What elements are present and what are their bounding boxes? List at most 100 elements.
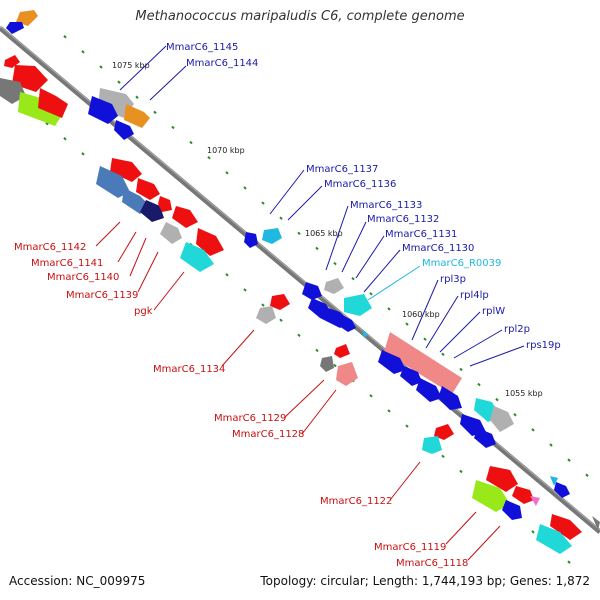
gene-feature[interactable] <box>256 306 276 324</box>
gene-feature[interactable] <box>416 378 442 402</box>
gene-label: MmarC6_1134 <box>153 364 225 375</box>
tick-mark <box>405 424 409 428</box>
map-title: Methanococcus maripaludis C6, complete g… <box>135 9 465 24</box>
tick-label-1075: 1075 kbp <box>112 61 150 70</box>
gene-feature[interactable] <box>434 424 454 440</box>
tick-mark <box>225 273 229 277</box>
gene-feature[interactable] <box>336 362 358 386</box>
tick-mark <box>135 95 139 99</box>
gene-feature[interactable] <box>244 232 258 248</box>
tick-mark <box>333 261 337 266</box>
gene-feature[interactable] <box>550 476 558 486</box>
tick-mark <box>225 171 229 175</box>
gene-feature[interactable] <box>38 88 68 118</box>
gene-feature[interactable] <box>96 166 130 198</box>
gene-feature[interactable] <box>158 196 172 212</box>
tick-mark <box>513 413 517 417</box>
tick-mark <box>369 394 373 398</box>
gene-feature[interactable] <box>270 294 290 310</box>
gene-label: MmarC6_1122 <box>320 496 392 507</box>
gene-feature[interactable] <box>114 120 134 140</box>
gene-feature[interactable] <box>502 500 522 520</box>
gene-label: MmarC6_1136 <box>324 179 396 190</box>
gene-feature[interactable] <box>110 158 142 182</box>
gene-label: MmarC6_1131 <box>385 229 457 240</box>
tick-mark <box>189 140 193 145</box>
gene-label: MmarC6_1132 <box>367 214 439 225</box>
gene-feature[interactable] <box>88 96 118 124</box>
gene-feature[interactable] <box>490 406 514 432</box>
tick-mark <box>387 409 391 413</box>
gene-label: MmarC6_1140 <box>47 272 119 283</box>
tick-mark <box>63 35 67 39</box>
tick-mark <box>261 303 265 307</box>
gene-label: MmarC6_1133 <box>350 200 422 211</box>
tick-mark <box>567 458 571 462</box>
gene-feature[interactable] <box>438 386 462 410</box>
gene-label: pgk <box>134 306 153 317</box>
gene-labels: MmarC6_1145 MmarC6_1144 MmarC6_1137 Mmar… <box>14 42 561 569</box>
gene-feature[interactable] <box>378 350 406 374</box>
tick-mark <box>351 276 355 281</box>
gene-feature[interactable] <box>160 222 182 244</box>
tick-mark <box>477 382 481 387</box>
gene-feature[interactable] <box>422 436 442 454</box>
gene-feature[interactable] <box>486 466 518 492</box>
tick-mark <box>459 469 463 474</box>
gene-feature[interactable] <box>530 496 540 506</box>
gene-features <box>0 10 600 554</box>
gene-feature[interactable] <box>136 178 160 200</box>
gene-label: MmarC6_1145 <box>166 42 238 53</box>
gene-label: MmarC6_1130 <box>402 243 474 254</box>
gene-label: rps19p <box>526 340 561 351</box>
gene-feature[interactable] <box>512 486 534 504</box>
gene-feature[interactable] <box>362 330 368 338</box>
tick-mark <box>315 246 319 251</box>
gene-feature[interactable] <box>536 524 572 554</box>
gene-feature[interactable] <box>320 356 334 372</box>
gene-feature[interactable] <box>180 242 214 272</box>
gene-feature[interactable] <box>262 228 282 244</box>
gene-feature[interactable] <box>474 428 496 448</box>
tick-mark <box>99 65 103 69</box>
gene-feature[interactable] <box>344 294 372 316</box>
leader-lines <box>95 45 525 561</box>
gene-feature[interactable] <box>124 104 150 128</box>
gene-feature[interactable] <box>336 314 356 332</box>
tick-mark <box>531 530 535 534</box>
gene-label: MmarC6_1129 <box>214 413 286 424</box>
gene-feature[interactable] <box>472 480 510 512</box>
gene-feature[interactable] <box>196 228 224 256</box>
tick-mark <box>243 186 247 190</box>
tick-mark <box>585 473 589 477</box>
gene-label: rplW <box>482 306 505 317</box>
tick-mark <box>567 560 571 564</box>
tick-mark <box>45 121 49 126</box>
gene-feature[interactable] <box>550 514 582 540</box>
gene-feature[interactable] <box>334 344 350 358</box>
gene-feature[interactable] <box>172 206 198 228</box>
tick-mark <box>459 367 463 372</box>
genome-summary: Topology: circular; Length: 1,744,193 bp… <box>260 574 590 588</box>
gene-feature[interactable] <box>324 278 344 294</box>
gene-label: rpl3p <box>440 274 466 285</box>
gene-label: MmarC6_1141 <box>31 258 103 269</box>
tick-mark <box>81 50 85 54</box>
tick-mark <box>297 333 301 338</box>
tick-mark <box>81 152 85 156</box>
gene-label: MmarC6_R0039 <box>422 258 501 269</box>
gene-feature[interactable] <box>554 482 570 498</box>
gene-feature[interactable] <box>140 200 164 222</box>
gene-feature[interactable] <box>6 22 24 34</box>
tick-mark <box>171 125 175 130</box>
gene-label: MmarC6_1137 <box>306 164 378 175</box>
tick-mark <box>297 231 301 236</box>
gene-label: MmarC6_1144 <box>186 58 258 69</box>
gene-feature[interactable] <box>592 516 600 530</box>
tick-mark <box>369 292 373 296</box>
kbp-labels: 1075 kbp 1070 kbp 1065 kbp 1060 kbp 1055… <box>112 61 543 398</box>
gene-feature[interactable] <box>302 282 322 300</box>
gene-feature[interactable] <box>400 366 422 386</box>
gene-feature[interactable] <box>4 55 20 68</box>
gene-feature[interactable] <box>384 332 462 394</box>
